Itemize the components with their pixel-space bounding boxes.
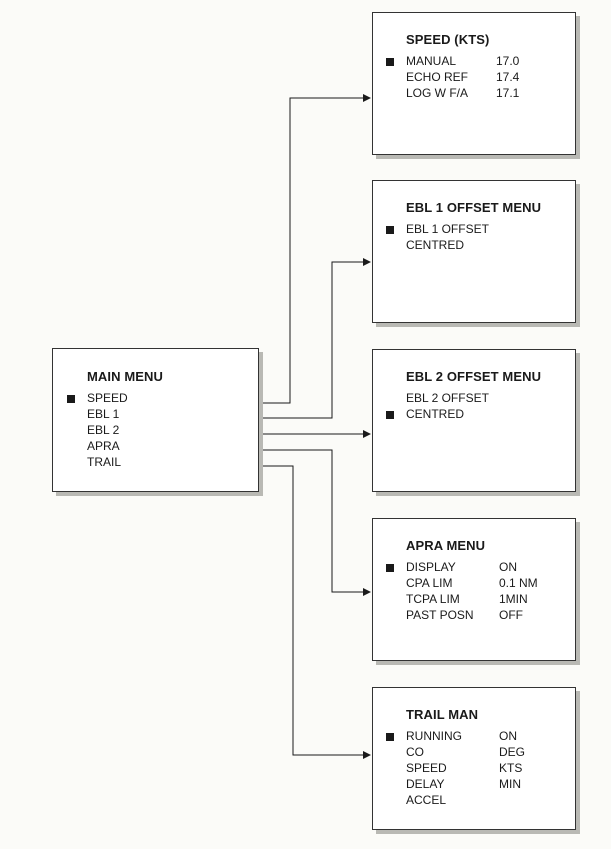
trail-menu-box: TRAIL MAN RUNNING ON CO DEG SPEED KTS DE… bbox=[372, 687, 576, 830]
connector-trail bbox=[125, 465, 371, 759]
main-menu-box: MAIN MENU SPEED EBL 1 EBL 2 APRA TRAIL bbox=[52, 348, 259, 492]
ebl1-menu-box: EBL 1 OFFSET MENU EBL 1 OFFSET CENTRED bbox=[372, 180, 576, 323]
apra-menu-selection-marker bbox=[386, 564, 394, 572]
main-menu-title: MAIN MENU bbox=[87, 369, 164, 384]
speed-menu-box: SPEED (KTS) MANUAL 17.0 ECHO REF 17.4 LO… bbox=[372, 12, 576, 155]
trail-menu-title: TRAIL MAN bbox=[406, 707, 479, 722]
ebl1-menu-selection-marker bbox=[386, 226, 394, 234]
ebl2-menu-selection-marker bbox=[386, 411, 394, 419]
ebl2-menu-box: EBL 2 OFFSET MENU EBL 2 OFFSET CENTRED bbox=[372, 349, 576, 492]
main-menu-selection-marker bbox=[67, 395, 75, 403]
ebl2-menu-title: EBL 2 OFFSET MENU bbox=[406, 369, 542, 384]
speed-menu-title: SPEED (KTS) bbox=[406, 32, 490, 47]
apra-menu-title: APRA MENU bbox=[406, 538, 486, 553]
speed-menu-selection-marker bbox=[386, 58, 394, 66]
trail-menu-selection-marker bbox=[386, 733, 394, 741]
apra-menu-box: APRA MENU DISPLAY ON CPA LIM 0.1 NM TCPA… bbox=[372, 518, 576, 661]
ebl1-menu-title: EBL 1 OFFSET MENU bbox=[406, 200, 542, 215]
